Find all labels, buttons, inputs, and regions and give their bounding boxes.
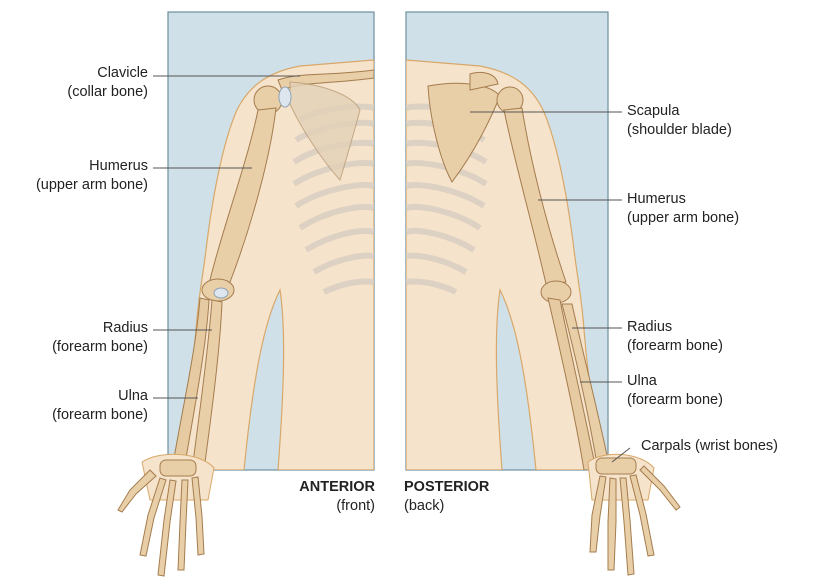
anterior-title: ANTERIOR	[299, 478, 375, 497]
scapula-name: Scapula	[627, 102, 732, 121]
posterior-view-caption: POSTERIOR (back)	[404, 478, 489, 516]
ulna-posterior-label: Ulna (forearm bone)	[627, 372, 723, 410]
carpals-label: Carpals (wrist bones)	[641, 437, 778, 456]
radius-posterior-description: (forearm bone)	[627, 337, 723, 356]
posterior-hand	[588, 454, 680, 575]
ulna-anterior-description: (forearm bone)	[52, 406, 148, 425]
scapula-label: Scapula (shoulder blade)	[627, 102, 732, 140]
humerus-posterior-name: Humerus	[627, 190, 739, 209]
posterior-title: POSTERIOR	[404, 478, 489, 497]
carpals-text: Carpals (wrist bones)	[641, 437, 778, 456]
ulna-posterior-name: Ulna	[627, 372, 723, 391]
clavicle-description: (collar bone)	[67, 83, 148, 102]
humerus-anterior-name: Humerus	[36, 157, 148, 176]
ulna-posterior-description: (forearm bone)	[627, 391, 723, 410]
radius-posterior-label: Radius (forearm bone)	[627, 318, 723, 356]
humerus-anterior-description: (upper arm bone)	[36, 176, 148, 195]
scapula-description: (shoulder blade)	[627, 121, 732, 140]
radius-anterior-description: (forearm bone)	[52, 338, 148, 357]
anterior-view-caption: ANTERIOR (front)	[299, 478, 375, 516]
radius-anterior-label: Radius (forearm bone)	[52, 319, 148, 357]
clavicle-label: Clavicle (collar bone)	[67, 64, 148, 102]
anterior-subtitle: (front)	[299, 497, 375, 516]
radius-posterior-name: Radius	[627, 318, 723, 337]
posterior-subtitle: (back)	[404, 497, 489, 516]
radius-anterior-name: Radius	[52, 319, 148, 338]
humerus-posterior-description: (upper arm bone)	[627, 209, 739, 228]
anterior-hand	[118, 454, 214, 576]
humerus-anterior-label: Humerus (upper arm bone)	[36, 157, 148, 195]
humerus-posterior-label: Humerus (upper arm bone)	[627, 190, 739, 228]
ulna-anterior-name: Ulna	[52, 387, 148, 406]
clavicle-name: Clavicle	[67, 64, 148, 83]
ulna-anterior-label: Ulna (forearm bone)	[52, 387, 148, 425]
